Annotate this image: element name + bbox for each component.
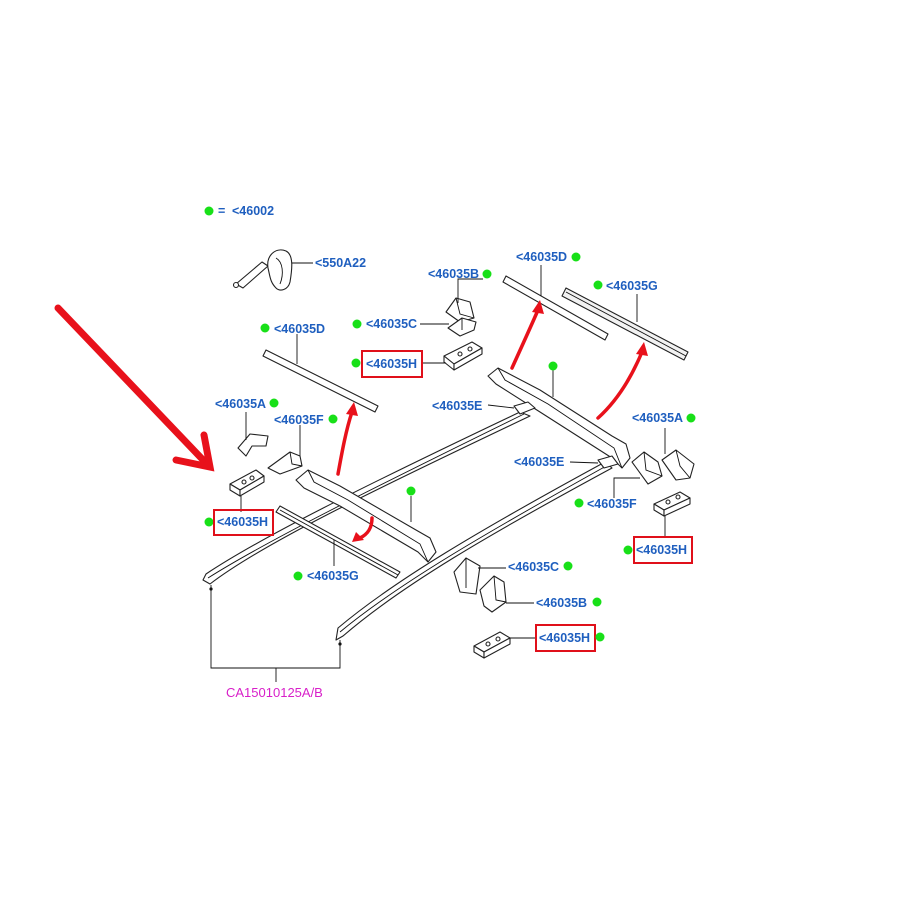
- red-arrow-rear-right: [596, 342, 648, 420]
- part-46035b-lower: [479, 575, 534, 613]
- big-red-arrow: [54, 304, 215, 472]
- label-46035b-top: <46035B: [428, 267, 479, 281]
- label-46035c-lower: <46035C: [508, 560, 559, 574]
- legend-equals: =: [218, 204, 225, 218]
- label-46035a-right: <46035A: [632, 411, 683, 425]
- marker-46035g-top: [593, 280, 603, 290]
- label-46035f-right: <46035F: [587, 497, 637, 511]
- part-46035h-lower: [473, 631, 536, 659]
- part-46035h-right: [653, 491, 691, 538]
- marker-46035d-left: [260, 323, 270, 333]
- label-46035c-top: <46035C: [366, 317, 417, 331]
- label-46035a-left: <46035A: [215, 397, 266, 411]
- marker-46035h-top: [351, 358, 361, 368]
- marker-46035d-top: [571, 252, 581, 262]
- part-46035c-top: [420, 317, 477, 337]
- label-46035h-right: <46035H: [636, 543, 687, 557]
- label-550a22: <550A22: [315, 256, 366, 270]
- part-46035h-top: [421, 341, 483, 371]
- label-46035h-lower: <46035H: [539, 631, 590, 645]
- red-arrow-front-up: [336, 402, 358, 476]
- marker-46035g-lower: [293, 571, 303, 581]
- label-46035g-top: <46035G: [606, 279, 658, 293]
- label-46035h-left: <46035H: [217, 515, 268, 529]
- marker-46035f-left: [328, 414, 338, 424]
- part-46035h-left: [229, 469, 265, 512]
- legend: = <46002: [204, 204, 274, 218]
- part-46035f-left: [267, 425, 303, 475]
- label-46035h-top: <46035H: [366, 357, 417, 371]
- part-46035a-right: [661, 428, 695, 481]
- marker-46035a-left: [269, 398, 279, 408]
- label-46035e-upper: <46035E: [432, 399, 482, 413]
- label-46035e-lower: <46035E: [514, 455, 564, 469]
- highlight-46035h-top: [361, 350, 423, 378]
- part-550a22: [232, 249, 313, 291]
- part-46035d-left: [262, 334, 379, 413]
- label-46035b-lower: <46035B: [536, 596, 587, 610]
- highlight-46035h-lower: [535, 624, 596, 652]
- marker-46035f-right: [574, 498, 584, 508]
- label-46035g-lower: <46035G: [307, 569, 359, 583]
- red-arrow-front-down: [352, 516, 374, 542]
- marker-crossbar-rear: [548, 361, 558, 371]
- label-46035d-left: <46035D: [274, 322, 325, 336]
- assembly-code: CA15010125A/B: [226, 685, 323, 700]
- highlight-46035h-right: [633, 536, 693, 564]
- part-46035e-upper: [487, 401, 536, 415]
- legend-green-marker: [204, 206, 214, 216]
- marker-46035b-top: [482, 269, 492, 279]
- marker-46035h-left: [204, 517, 214, 527]
- marker-46035a-right: [686, 413, 696, 423]
- label-46035f-left: <46035F: [274, 413, 324, 427]
- marker-46035c-lower: [563, 561, 573, 571]
- marker-46035b-lower: [592, 597, 602, 607]
- legend-code: <46002: [232, 204, 274, 218]
- highlight-46035h-left: [213, 509, 274, 536]
- part-46035c-lower: [453, 557, 506, 595]
- marker-46035c-top: [352, 319, 362, 329]
- part-46035g-lower: [275, 505, 401, 579]
- part-46035f-right: [613, 451, 663, 498]
- part-46035b-top: [445, 278, 483, 323]
- marker-46035h-lower: [595, 632, 605, 642]
- part-46035e-lower: [569, 455, 619, 469]
- label-46035d-top: <46035D: [516, 250, 567, 264]
- red-arrow-rear-up: [510, 300, 544, 370]
- marker-46035h-right: [623, 545, 633, 555]
- part-46035g-top: [561, 287, 689, 361]
- roof-rail-left: [202, 411, 531, 591]
- assembly-bracket: [210, 590, 341, 682]
- marker-crossbar-front: [406, 486, 416, 496]
- part-46035a-left: [237, 412, 269, 457]
- part-46035d-top: [502, 265, 609, 341]
- crossbar-front: [295, 469, 437, 563]
